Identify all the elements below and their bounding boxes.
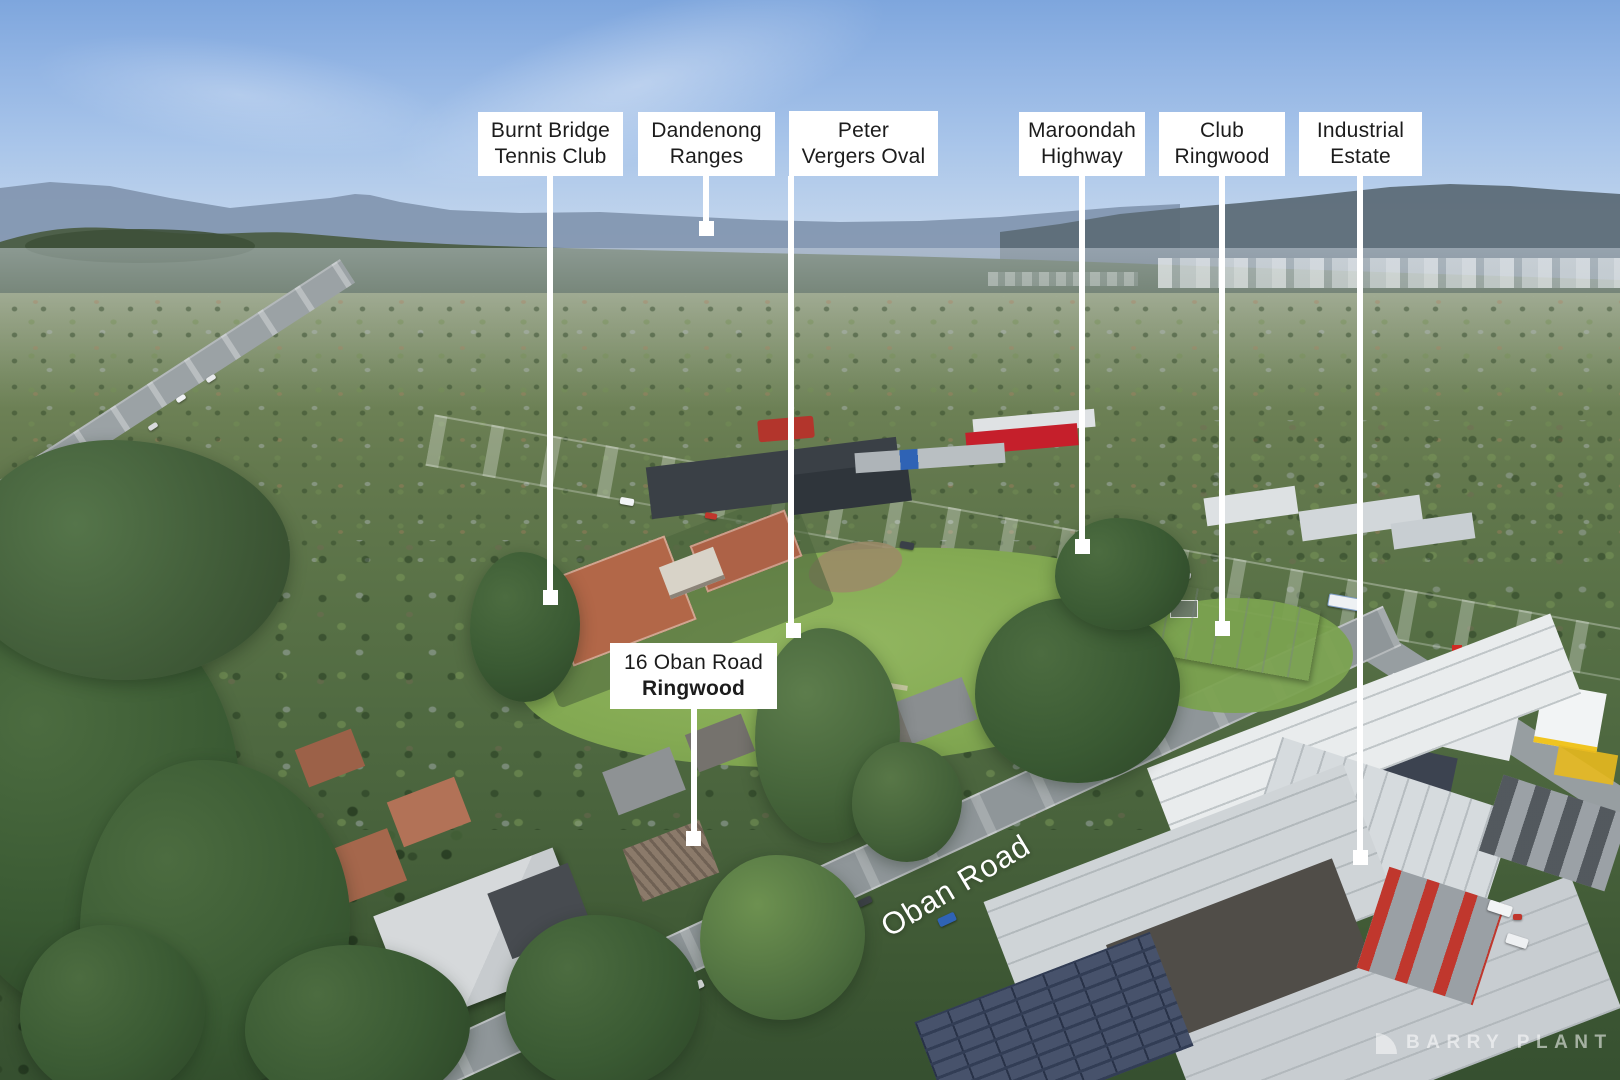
callout-text: Ringwood bbox=[1174, 145, 1270, 168]
leader-line-dandenong-ranges bbox=[703, 176, 709, 222]
distant-industrial-strip bbox=[1158, 258, 1620, 288]
callout-text: Burnt Bridge bbox=[490, 119, 611, 142]
tree-cluster bbox=[975, 598, 1180, 783]
callout-text: Vergers Oval bbox=[801, 144, 926, 168]
callout-text: Estate bbox=[1330, 145, 1391, 168]
leader-dot-maroondah-highway bbox=[1075, 539, 1090, 554]
leader-line-burnt-bridge-tennis-club bbox=[547, 176, 553, 590]
leader-dot-peter-vergers-oval bbox=[786, 623, 801, 638]
callout-text: Club bbox=[1200, 119, 1244, 142]
callout-maroondah-highway: Maroondah Highway bbox=[1019, 112, 1145, 176]
watermark-text: BARRY PLANT bbox=[1406, 1032, 1613, 1053]
leader-dot-club-ringwood bbox=[1215, 621, 1230, 636]
callout-text: Industrial bbox=[1316, 119, 1405, 142]
tree bbox=[700, 855, 865, 1020]
callout-club-ringwood: Club Ringwood bbox=[1159, 112, 1285, 176]
tree bbox=[852, 742, 962, 862]
callout-text: Maroondah bbox=[1027, 119, 1137, 142]
callout-text: Dandenong bbox=[651, 119, 762, 142]
leader-dot-dandenong-ranges bbox=[699, 221, 714, 236]
callout-burnt-bridge-tennis-club: Burnt Bridge Tennis Club bbox=[478, 112, 623, 176]
callout-text: Highway bbox=[1041, 145, 1123, 168]
leader-line-property bbox=[691, 709, 697, 832]
callout-dandenong-ranges: Dandenong Ranges bbox=[638, 112, 775, 176]
tree-mass bbox=[0, 440, 290, 680]
callout-peter-vergers-oval: Peter Vergers Oval bbox=[789, 111, 938, 176]
mountain-ranges bbox=[0, 182, 1620, 300]
leader-line-industrial-estate bbox=[1357, 176, 1363, 851]
red-car bbox=[1513, 914, 1522, 920]
distant-rooftops-strip bbox=[988, 272, 1138, 286]
tree bbox=[505, 915, 700, 1080]
barry-plant-logo-icon bbox=[1376, 1032, 1397, 1054]
leader-line-club-ringwood bbox=[1219, 176, 1225, 622]
agency-watermark: BARRY PLANT bbox=[1376, 1032, 1613, 1054]
callout-text: Ranges bbox=[669, 145, 744, 168]
leader-dot-industrial-estate bbox=[1353, 850, 1368, 865]
leader-line-maroondah-highway bbox=[1079, 176, 1085, 540]
tree-row bbox=[245, 945, 470, 1080]
leader-dot-property bbox=[686, 831, 701, 846]
dark-tree-hill bbox=[25, 229, 255, 263]
leader-line-peter-vergers-oval bbox=[788, 176, 794, 624]
callout-text: Tennis Club bbox=[494, 145, 607, 168]
property-address-label: 16 Oban Road Ringwood bbox=[610, 643, 777, 709]
leader-dot-burnt-bridge-tennis-club bbox=[543, 590, 558, 605]
property-address-street: 16 Oban Road bbox=[623, 651, 763, 674]
tree-cluster bbox=[1055, 518, 1190, 630]
callout-text: Peter bbox=[837, 118, 890, 142]
callout-industrial-estate: Industrial Estate bbox=[1299, 112, 1422, 176]
property-address-suburb: Ringwood bbox=[641, 677, 746, 700]
tree-row bbox=[20, 925, 205, 1080]
tree bbox=[470, 552, 580, 702]
